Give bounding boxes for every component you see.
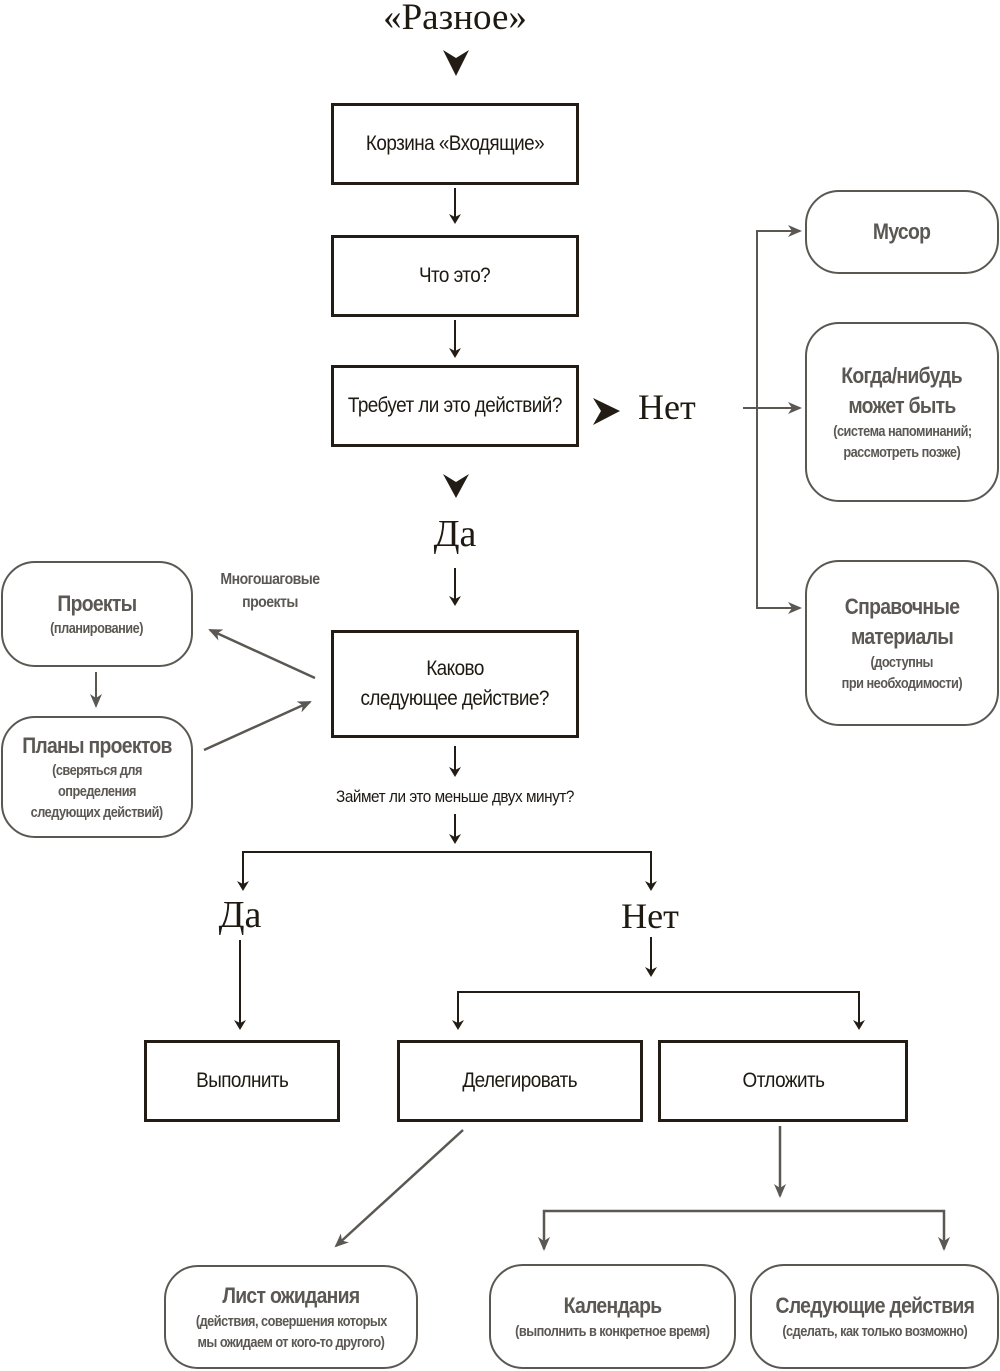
node-what-is-it-label: Что это?	[419, 263, 491, 287]
label-multistep-line-2: проекты	[242, 594, 298, 612]
node-next-action: Каково следующее действие?	[331, 630, 579, 738]
arrow-delegate-to-waiting	[334, 1129, 464, 1248]
node-calendar-sub: (выполнить в конкретное время)	[515, 1322, 710, 1340]
node-trash: Мусор	[805, 190, 999, 274]
node-waiting-sub-1: (действия, совершения которых	[195, 1312, 387, 1330]
node-next-actions: Следующие действия (сделать, как только …	[750, 1264, 999, 1369]
label-no-two-min: Нет	[621, 896, 679, 936]
node-someday-title-1: Когда/нибудь	[841, 363, 963, 389]
label-yes-actionable: Да	[433, 513, 477, 555]
label-no-actionable: Нет	[638, 387, 696, 427]
node-do-it-label: Выполнить	[195, 1068, 289, 1092]
node-someday: Когда/нибудь может быть (система напомин…	[805, 322, 999, 502]
chevron-right-icon	[593, 398, 620, 425]
node-inbox-label: Корзина «Входящие»	[365, 131, 545, 155]
node-someday-sub-1: (система напоминаний;	[832, 422, 972, 440]
label-multistep: Многошаговые проекты	[208, 568, 331, 614]
branch-delegate-defer	[457, 991, 860, 1026]
node-waiting-sub-2: мы ожидаем от кого-то другого)	[197, 1333, 385, 1351]
node-someday-title-2: может быть	[848, 393, 956, 418]
node-next-action-label-1: Каково	[426, 656, 484, 680]
diagram-title: «Разное»	[383, 0, 527, 38]
arrow-to-projects	[208, 628, 316, 680]
label-multistep-line-1: Многошаговые	[220, 571, 320, 588]
node-reference-title-1: Справочные	[844, 594, 960, 620]
node-what-is-it: Что это?	[331, 235, 579, 317]
node-reference: Справочные материалы (доступны при необх…	[805, 560, 999, 726]
branch-non-actionable	[756, 230, 800, 609]
node-actionable-label: Требует ли это действий?	[348, 393, 562, 417]
branch-calendar-next	[542, 1209, 946, 1248]
node-reference-sub-2: при необходимости)	[841, 674, 963, 692]
node-project-plans-sub-2: следующих действий)	[30, 804, 164, 822]
node-next-actions-sub: (сделать, как только возможно)	[782, 1322, 967, 1340]
node-someday-sub-2: рассмотреть позже)	[843, 443, 961, 461]
node-defer: Отложить	[658, 1040, 908, 1122]
node-projects-sub: (планирование)	[50, 620, 144, 638]
node-projects: Проекты (планирование)	[1, 561, 193, 667]
node-delegate-label: Делегировать	[462, 1068, 578, 1092]
node-waiting: Лист ожидания (действия, совершения кото…	[164, 1265, 418, 1369]
chevron-down-icon	[443, 50, 469, 76]
node-waiting-title: Лист ожидания	[222, 1283, 360, 1309]
node-project-plans: Планы проектов (сверяться для определени…	[1, 716, 193, 838]
branch-two-minutes	[242, 851, 652, 888]
node-reference-sub-1: (доступны	[870, 653, 934, 671]
label-yes-two-min: Да	[218, 894, 262, 936]
arrow-plans-to-next-action	[203, 700, 312, 752]
node-project-plans-title: Планы проектов	[22, 732, 172, 758]
node-next-action-label-2: следующее действие?	[360, 687, 550, 710]
node-next-actions-title: Следующие действия	[775, 1293, 974, 1319]
node-inbox: Корзина «Входящие»	[331, 103, 579, 185]
node-project-plans-sub-1: (сверяться для определения	[52, 762, 142, 801]
node-trash-label: Мусор	[873, 219, 931, 245]
node-delegate: Делегировать	[397, 1040, 643, 1122]
node-calendar-title: Календарь	[563, 1293, 662, 1319]
node-calendar: Календарь (выполнить в конкретное время)	[489, 1264, 736, 1369]
node-defer-label: Отложить	[742, 1068, 824, 1092]
chevron-down-icon	[443, 474, 469, 498]
node-do-it: Выполнить	[144, 1040, 340, 1122]
label-two-minutes: Займет ли это меньше двух минут?	[336, 787, 574, 806]
node-actionable: Требует ли это действий?	[331, 365, 579, 447]
node-projects-title: Проекты	[57, 590, 137, 616]
node-reference-title-2: материалы	[850, 624, 954, 649]
